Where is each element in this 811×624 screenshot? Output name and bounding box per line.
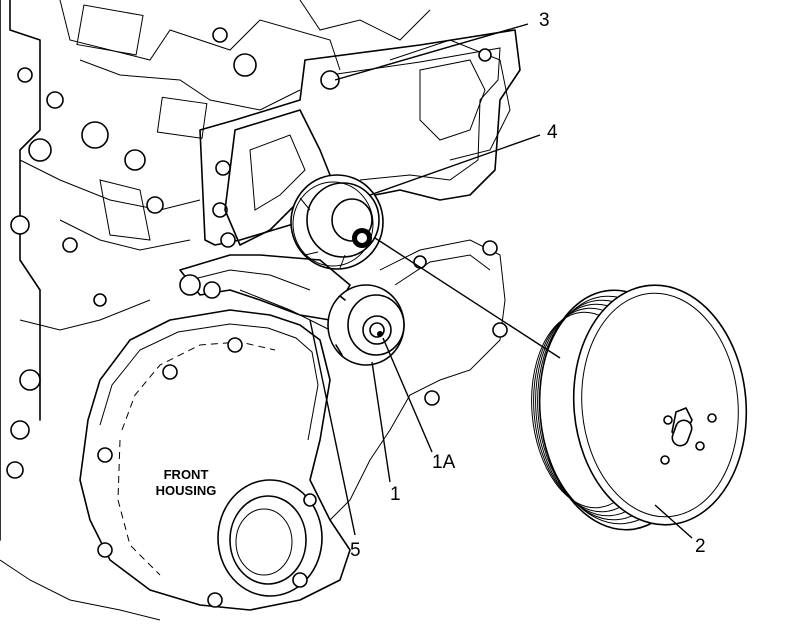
idler-pulley xyxy=(327,284,405,366)
callout-2: 2 xyxy=(695,536,706,557)
callouts: 3 4 1A 1 5 2 xyxy=(350,10,706,561)
idler-bracket xyxy=(179,254,351,331)
callout-5: 5 xyxy=(350,540,361,561)
leader-1 xyxy=(371,361,391,483)
leader-2-belt xyxy=(374,237,561,359)
leader-1a xyxy=(382,337,433,453)
leader-5 xyxy=(309,319,356,536)
leader-4 xyxy=(369,134,541,196)
leader-lines xyxy=(309,23,693,539)
water-pump xyxy=(224,109,384,270)
callout-1: 1 xyxy=(390,484,401,505)
housing-label-line1: FRONT xyxy=(164,467,209,482)
callout-3: 3 xyxy=(539,10,550,31)
front-housing xyxy=(79,239,508,611)
leader-2 xyxy=(654,504,693,539)
crankshaft-pulley xyxy=(531,284,748,531)
callout-1a: 1A xyxy=(432,452,456,473)
front-housing-label: FRONT HOUSING xyxy=(156,467,217,498)
housing-label-line2: HOUSING xyxy=(156,483,217,498)
leader-3 xyxy=(334,23,529,81)
callout-4: 4 xyxy=(547,122,558,143)
engine-block xyxy=(0,0,511,621)
